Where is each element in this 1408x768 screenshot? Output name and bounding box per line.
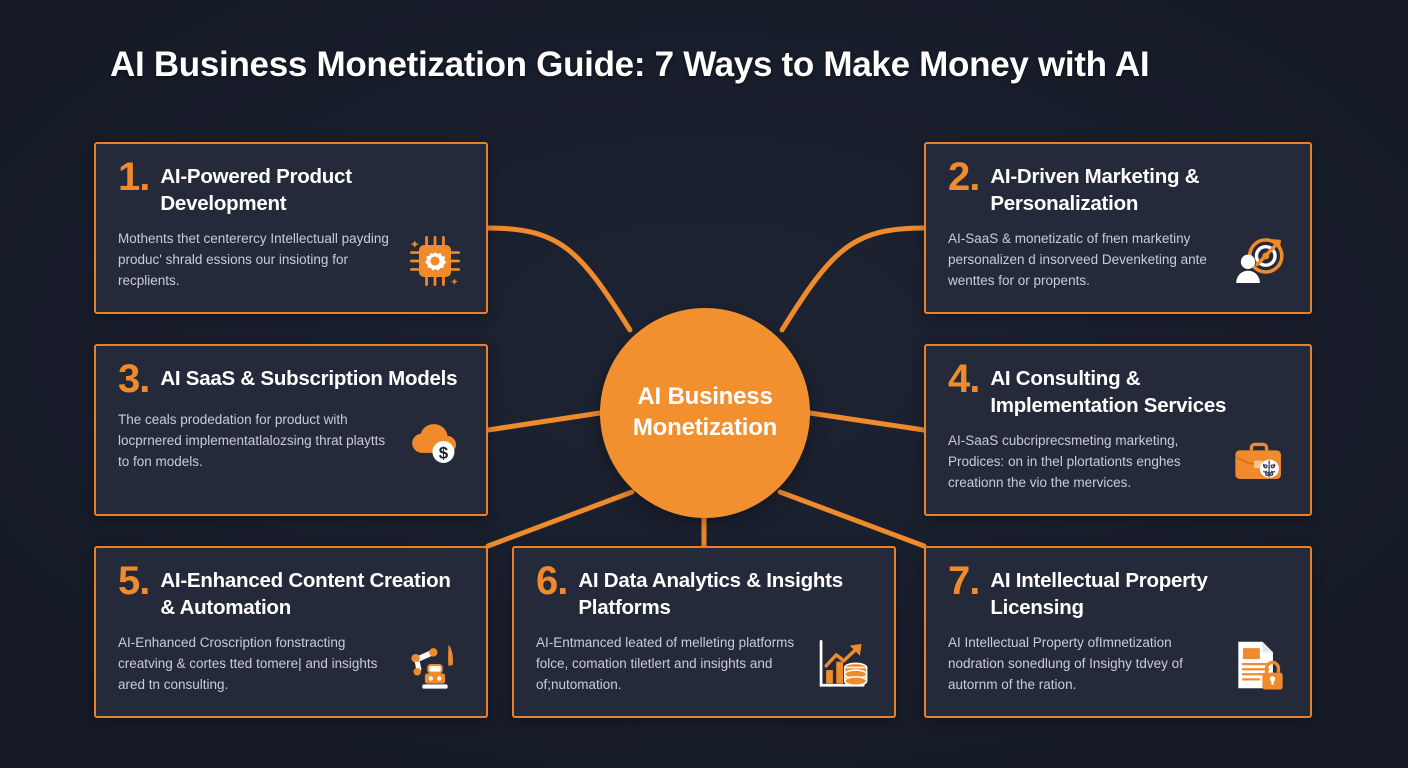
connector-card-4 xyxy=(807,410,927,433)
card-ai-driven-marketing-personalization[interactable]: 2. AI-Driven Marketing & Personalization… xyxy=(924,142,1312,314)
connector-card-7 xyxy=(777,489,927,549)
card-header: 7. AI Intellectual Property Licensing xyxy=(948,559,1288,621)
card-body: AI-Entmanced leated of melleting platfor… xyxy=(536,633,872,696)
document-lock-icon xyxy=(1230,636,1288,694)
target-person-icon xyxy=(1230,232,1288,290)
card-body: AI-SaaS & monetizatic of fnen marketiny … xyxy=(948,229,1288,292)
card-description: AI-SaaS cubcriprecsmeting marketing, Pro… xyxy=(948,433,1181,491)
card-ai-saas-subscription-models[interactable]: 3. AI SaaS & Subscription Models The cea… xyxy=(94,344,488,516)
card-title: AI Data Analytics & Insights Platforms xyxy=(578,569,843,619)
hub-title-line-2: Monetization xyxy=(632,414,778,441)
card-description: AI-Enhanced Croscription fonstracting cr… xyxy=(118,635,378,693)
card-description: The ceals prodedation for product with l… xyxy=(118,411,386,469)
card-description: AI Intellectual Property ofImnetization … xyxy=(948,635,1183,693)
card-header: 1. AI-Powered Product Development xyxy=(118,155,464,217)
briefcase-brain-icon xyxy=(1230,434,1288,492)
connector-card-1 xyxy=(485,225,633,333)
card-body: The ceals prodedation for product with l… xyxy=(118,410,464,473)
chip-gear-icon xyxy=(406,232,464,290)
card-ai-enhanced-content-creation-automation[interactable]: 5. AI-Enhanced Content Creation & Automa… xyxy=(94,546,488,718)
card-title: AI-Powered Product Development xyxy=(160,165,352,215)
hub-title-line-1: AI Business xyxy=(637,383,773,411)
card-header: 5. AI-Enhanced Content Creation & Automa… xyxy=(118,559,464,621)
card-description: Mothents thet centerercy Intellectuall p… xyxy=(118,231,389,289)
card-header: 4. AI Consulting & Implementation Servic… xyxy=(948,357,1288,419)
card-number: 1. xyxy=(118,155,150,199)
connector-card-3 xyxy=(485,410,603,433)
svg-text:$: $ xyxy=(439,443,449,462)
card-body: AI-Enhanced Croscription fonstracting cr… xyxy=(118,633,464,696)
card-number: 4. xyxy=(948,357,980,401)
card-ai-powered-product-development[interactable]: 1. AI-Powered Product Development Mothen… xyxy=(94,142,488,314)
bar-chart-database-icon xyxy=(814,636,872,694)
robot-arm-icon xyxy=(406,636,464,694)
connector-card-5 xyxy=(485,489,635,549)
card-number: 2. xyxy=(948,155,980,199)
card-header: 6. AI Data Analytics & Insights Platform… xyxy=(536,559,872,621)
card-number: 5. xyxy=(118,559,150,603)
card-title: AI Intellectual Property Licensing xyxy=(990,569,1208,619)
central-hub: AI Business Monetization xyxy=(600,308,810,518)
card-title: AI-Enhanced Content Creation & Automatio… xyxy=(160,569,451,619)
card-description: AI-SaaS & monetizatic of fnen marketiny … xyxy=(948,231,1207,289)
card-description: AI-Entmanced leated of melleting platfor… xyxy=(536,635,795,693)
card-number: 6. xyxy=(536,559,568,603)
cloud-dollar-icon: $ xyxy=(406,412,464,470)
card-body: AI-SaaS cubcriprecsmeting marketing, Pro… xyxy=(948,431,1288,494)
card-number: 3. xyxy=(118,357,150,401)
card-header: 2. AI-Driven Marketing & Personalization xyxy=(948,155,1288,217)
connector-card-2 xyxy=(779,225,927,333)
card-title: AI Consulting & Implementation Services xyxy=(990,367,1227,417)
card-title: AI SaaS & Subscription Models xyxy=(160,367,458,390)
card-ai-intellectual-property-licensing[interactable]: 7. AI Intellectual Property Licensing AI… xyxy=(924,546,1312,718)
card-ai-consulting-implementation-services[interactable]: 4. AI Consulting & Implementation Servic… xyxy=(924,344,1312,516)
card-header: 3. AI SaaS & Subscription Models xyxy=(118,357,464,401)
card-number: 7. xyxy=(948,559,980,603)
card-body: Mothents thet centerercy Intellectuall p… xyxy=(118,229,464,292)
page-title: AI Business Monetization Guide: 7 Ways t… xyxy=(110,45,1150,84)
card-title: AI-Driven Marketing & Personalization xyxy=(990,165,1200,215)
card-ai-data-analytics-insights-platforms[interactable]: 6. AI Data Analytics & Insights Platform… xyxy=(512,546,896,718)
card-body: AI Intellectual Property ofImnetization … xyxy=(948,633,1288,696)
